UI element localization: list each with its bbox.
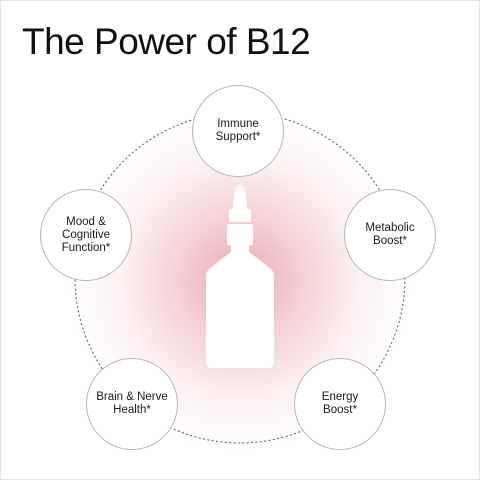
- benefit-metabolic-boost: Metabolic Boost*: [344, 189, 436, 281]
- benefit-energy-boost: Energy Boost*: [294, 358, 386, 450]
- benefit-label: Mood & Cognitive Function*: [61, 215, 111, 254]
- benefit-brain-nerve-health: Brain & Nerve Health*: [86, 358, 178, 450]
- benefit-mood-cognitive-function: Mood & Cognitive Function*: [40, 189, 132, 281]
- benefit-immune-support: Immune Support*: [192, 85, 284, 177]
- benefit-label: Energy Boost*: [321, 391, 359, 416]
- benefit-label: Immune Support*: [215, 118, 261, 143]
- dropper-bottle-icon: [206, 185, 274, 368]
- benefit-label: Metabolic Boost*: [365, 222, 415, 247]
- page-title: The Power of B12: [22, 21, 311, 62]
- benefit-label: Brain & Nerve Health*: [96, 391, 168, 416]
